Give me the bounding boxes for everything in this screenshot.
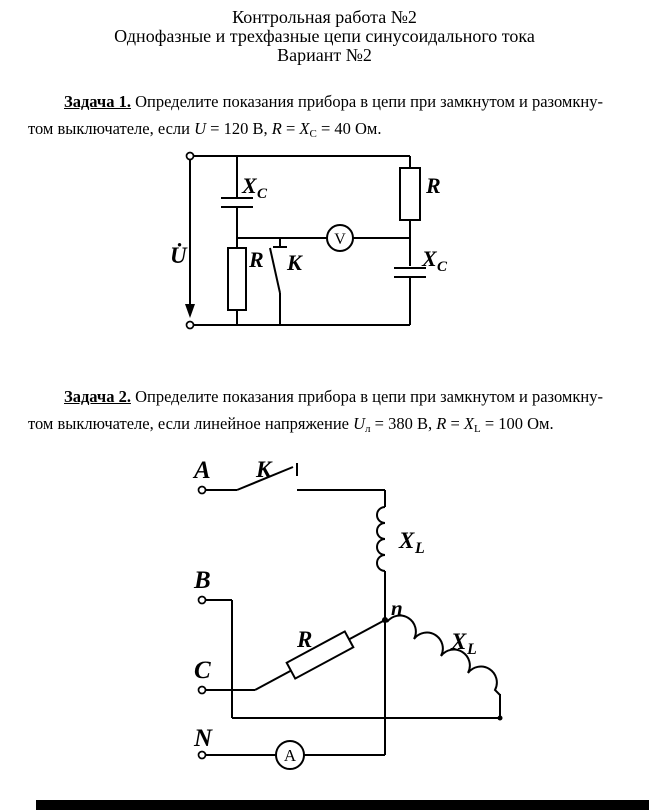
c2-terminal-c [197, 685, 207, 695]
task2-val-x: = 100 Ом. [480, 414, 554, 433]
c2-phase-a-label: A [192, 457, 211, 484]
c1-wires [189, 155, 426, 326]
task1-paragraph: Задача 1. Определите показания прибора в… [28, 88, 628, 148]
task1-text2: том выключателе, если [28, 119, 195, 138]
task1-line1: Задача 1. Определите показания прибора в… [28, 88, 628, 115]
c2-switch-blade [236, 466, 294, 491]
c1-terminal-top [185, 151, 195, 161]
c2-node-n-dot [382, 617, 388, 623]
c2-coil1-label: X [398, 528, 415, 553]
c2-wires [206, 463, 501, 770]
voltmeter [326, 224, 354, 252]
c1-cap-top-label: X [241, 173, 258, 198]
task1-label: Задача 1. [64, 92, 131, 111]
c2-phase-c-label: C [194, 657, 211, 684]
c2-coil2 [386, 614, 501, 696]
task2-eq: = [446, 414, 464, 433]
page-subtitle: Однофазные и трехфазные цепи синусоидаль… [114, 26, 535, 46]
var-x-sub: C [309, 128, 317, 140]
page-title: Контрольная работа №2 [232, 7, 417, 27]
page-bottom-edge [36, 800, 649, 810]
c2-neutral-label: N [193, 725, 213, 752]
c2-coil1 [376, 506, 386, 572]
c2-phase-b-label: B [193, 567, 211, 594]
var-x2-sub: L [473, 423, 481, 435]
c1-resistor-mid [227, 247, 247, 311]
voltmeter-label: V [334, 231, 346, 248]
task1-eq: = [281, 119, 300, 138]
c2-res-label: R [296, 627, 312, 652]
task2-text2: том выключателе, если линейное напряжени… [28, 414, 354, 433]
c2-terminal-a [197, 485, 207, 495]
c2-coil2-sub: L [466, 641, 477, 658]
var-u2: U [353, 414, 366, 433]
circuit1-diagram: U̇ X C R R К V X C [170, 151, 448, 330]
var-r2: R [436, 414, 447, 433]
var-x2: X [463, 414, 474, 433]
c2-coil1-sub: L [414, 540, 425, 557]
c2-terminal-n [197, 750, 207, 760]
c1-arrowhead-icon [185, 304, 195, 318]
c1-res-mid-label: R [248, 247, 264, 272]
task2-text: Определите показания прибора в цепи при … [130, 387, 603, 406]
c2-switch-label: К [255, 457, 273, 482]
variant-label: Вариант №2 [277, 45, 372, 65]
task2-line2: том выключателе, если линейное напряжени… [28, 410, 628, 443]
ammeter-label: A [284, 746, 297, 765]
var-x: X [299, 119, 310, 138]
c1-cap-right-label: X [421, 246, 438, 271]
c1-switch [269, 238, 287, 325]
task1-val-u: = 120 В, [206, 119, 272, 138]
task2-paragraph: Задача 2. Определите показания прибора в… [28, 383, 628, 443]
c1-cap-right-sub: C [437, 259, 448, 275]
c2-coil2-label: X [450, 629, 467, 654]
var-u2-sub: л [365, 423, 371, 435]
c1-switch-blade [269, 247, 281, 294]
c2-node-n-label: n [391, 596, 403, 620]
c2-terminal-b [197, 595, 207, 605]
task1-line2: том выключателе, если U = 120 В, R = XC … [28, 115, 628, 148]
c1-source-label: U̇ [170, 242, 188, 268]
task1-text: Определите показания прибора в цепи при … [130, 92, 603, 111]
c1-res-right-label: R [425, 173, 441, 198]
task2-line1: Задача 2. Определите показания прибора в… [28, 383, 628, 410]
c1-terminal-bottom [185, 320, 195, 330]
c2-resistor [285, 630, 355, 680]
var-r: R [271, 119, 282, 138]
c1-switch-label: К [286, 250, 303, 275]
task1-val-x: = 40 Ом. [316, 119, 382, 138]
task2-label: Задача 2. [64, 387, 131, 406]
c1-cap-top-sub: C [257, 186, 268, 202]
c2-corner-dot [497, 715, 503, 721]
circuit2-diagram: A К X L B n X L R C N A [192, 457, 503, 770]
task2-val-u: = 380 В, [370, 414, 437, 433]
var-u: U [194, 119, 207, 138]
c1-resistor-right [399, 167, 421, 221]
